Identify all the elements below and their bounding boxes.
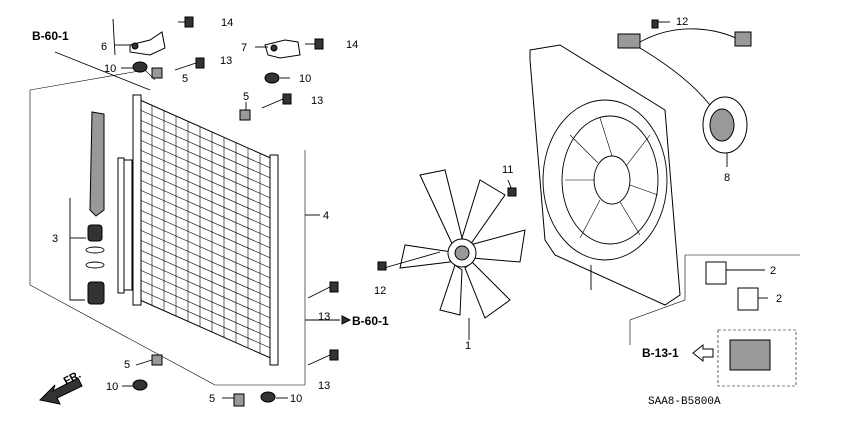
- label-3: 3: [52, 233, 58, 245]
- label-13a: 13: [220, 55, 232, 67]
- reference-arrow-icon: [692, 343, 714, 363]
- drawing-code: SAA8-B5800A: [648, 396, 721, 408]
- fan-bolts: [377, 187, 517, 271]
- label-1: 1: [465, 340, 471, 352]
- ref-b60-right: B-60-1: [352, 314, 389, 328]
- receiver-dryer: [69, 111, 105, 305]
- label-14a: 14: [221, 17, 233, 29]
- front-arrow-icon: [38, 377, 83, 405]
- label-12a: 12: [374, 285, 386, 297]
- condenser: [117, 94, 279, 366]
- label-5b: 5: [243, 91, 249, 103]
- brackets: [129, 31, 301, 59]
- fan-shroud: [529, 44, 681, 306]
- ref-b13: B-13-1: [642, 346, 679, 360]
- label-10c: 10: [106, 381, 118, 393]
- label-4: 4: [323, 210, 329, 222]
- label-5c: 5: [124, 359, 130, 371]
- label-10b: 10: [299, 73, 311, 85]
- label-2a: 2: [770, 265, 776, 277]
- label-10a: 10: [104, 63, 116, 75]
- relay-inset: [629, 254, 800, 387]
- label-13d: 13: [318, 380, 330, 392]
- label-13b: 13: [311, 95, 323, 107]
- fan-motor: [617, 19, 752, 154]
- label-11: 11: [502, 164, 513, 176]
- ref-b60-top: B-60-1: [32, 29, 69, 43]
- label-6: 6: [101, 41, 107, 53]
- label-10d: 10: [290, 393, 302, 405]
- label-7: 7: [241, 42, 247, 54]
- label-2b: 2: [776, 293, 782, 305]
- label-5d: 5: [209, 393, 215, 405]
- leader-lines: [54, 18, 768, 399]
- label-5a: 5: [182, 73, 188, 85]
- fan: [399, 169, 526, 319]
- hardware-bolts: [132, 16, 339, 407]
- label-14b: 14: [346, 39, 358, 51]
- label-8: 8: [724, 172, 730, 184]
- label-12b: 12: [676, 16, 688, 28]
- label-13c: 13: [318, 311, 330, 323]
